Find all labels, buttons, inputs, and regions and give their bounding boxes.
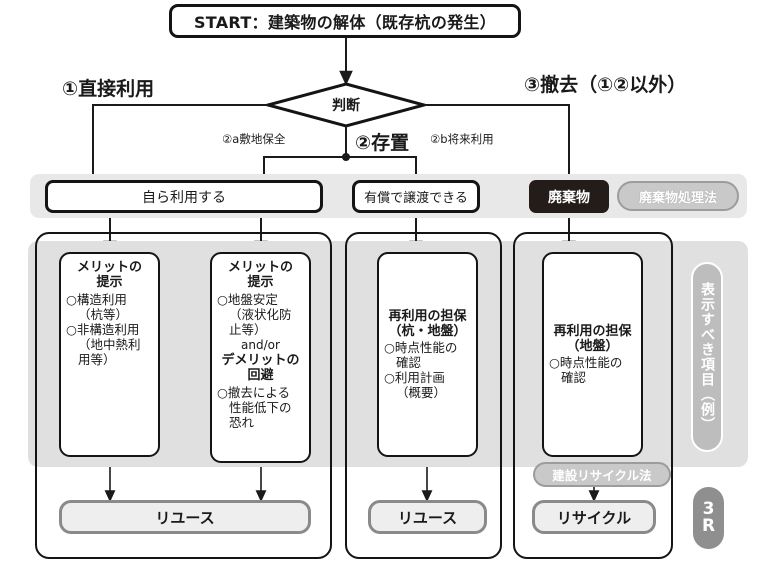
- column-frame-waste: [513, 232, 673, 559]
- detail-a2-list-top: ○地盤安定（液状化防止等）: [217, 292, 304, 337]
- detail-list-item-cont: 確認: [561, 370, 587, 386]
- detail-list-item-cont: 止等）: [229, 321, 267, 337]
- detail-box-reuse-guarantee-ground: 再利用の担保（地盤） ○時点性能の確認: [542, 252, 643, 457]
- line-branch-1: [92, 104, 268, 180]
- branch-label-direct-use: ①直接利用: [62, 78, 155, 100]
- badge-3r-top: 3: [702, 499, 715, 519]
- detail-a2-heading2: デメリットの回避: [221, 353, 300, 384]
- detail-list-item: ○利用計画（概要）: [384, 370, 471, 400]
- detail-a2-connector: and/or: [241, 337, 280, 352]
- line-branch-2a: [263, 156, 346, 180]
- detail-list-item-cont: 用等）: [78, 351, 116, 367]
- branch-label-retention: ②存置: [355, 132, 410, 154]
- detail-list-item: ○非構造利用（地中熱利用等）: [66, 322, 153, 367]
- detail-b1-heading: 再利用の担保（杭・地盤）: [388, 308, 467, 339]
- detail-list-item: ○地盤安定（液状化防止等）: [217, 292, 304, 337]
- node-self-use: 自ら利用する: [45, 180, 323, 213]
- detail-list-item-cont: 確認: [396, 355, 422, 371]
- line-branch-2b: [346, 156, 417, 180]
- detail-list-item: ○時点性能の確認: [384, 340, 471, 370]
- detail-b1-list: ○時点性能の確認○利用計画（概要）: [384, 340, 471, 400]
- column-frame-direct-use: [35, 232, 332, 559]
- detail-c1-heading: 再利用の担保（地盤）: [553, 323, 632, 354]
- badge-3r: 3 R: [693, 487, 724, 549]
- detail-a1-list: ○構造利用（杭等）○非構造利用（地中熱利用等）: [66, 292, 153, 367]
- detail-list-item-cont: 性能低下の: [229, 399, 292, 415]
- detail-a1-heading: メリットの提示: [76, 260, 142, 291]
- detail-box-merit-demerit: メリットの提示 ○地盤安定（液状化防止等） and/or デメリットの回避 ○撤…: [210, 252, 311, 463]
- branch-label-2a: ②a敷地保全: [222, 132, 286, 146]
- detail-box-reuse-guarantee-pile-ground: 再利用の担保（杭・地盤） ○時点性能の確認○利用計画（概要）: [377, 252, 478, 457]
- detail-a2-list-bottom: ○撤去による性能低下の恐れ: [217, 385, 304, 430]
- detail-list-item: ○構造利用（杭等）: [66, 292, 153, 322]
- start-node: START：建築物の解体（既存杭の発生）: [169, 4, 521, 38]
- node-waste: 廃棄物: [529, 180, 609, 213]
- detail-a2-heading: メリットの提示: [227, 260, 293, 291]
- detail-list-item-cont: （概要）: [396, 385, 447, 401]
- detail-list-item: ○撤去による性能低下の恐れ: [217, 385, 304, 430]
- detail-list-item-cont: （杭等）: [78, 306, 129, 322]
- branch-label-2b: ②b将来利用: [430, 132, 494, 146]
- badge-3r-bottom: R: [701, 516, 716, 536]
- badge-waste-disposal-law: 廃棄物処理法: [617, 181, 739, 211]
- detail-list-item-cont: 恐れ: [229, 414, 255, 430]
- branch-label-removal: ③撤去（①②以外）: [524, 74, 687, 96]
- decision-label: 判断: [332, 98, 360, 114]
- line-branch-3: [424, 104, 570, 180]
- result-recycle: リサイクル: [532, 500, 656, 534]
- result-reuse-a: リユース: [59, 500, 311, 534]
- detail-list-item: ○時点性能の確認: [549, 355, 636, 385]
- detail-c1-list: ○時点性能の確認: [549, 355, 636, 385]
- detail-list-item-cont: （液状化防: [229, 306, 292, 322]
- side-vertical-label: 表示すべき項目（例）: [691, 262, 723, 452]
- column-frame-paid-transfer: [345, 232, 502, 559]
- badge-construction-recycle-law: 建設リサイクル法: [533, 462, 671, 487]
- result-reuse-b: リユース: [368, 500, 487, 534]
- detail-list-item-cont: （地中熱利: [78, 336, 141, 352]
- detail-box-merit-structural: メリットの提示 ○構造利用（杭等）○非構造利用（地中熱利用等）: [59, 252, 160, 457]
- node-paid-transfer: 有償で譲渡できる: [352, 180, 480, 213]
